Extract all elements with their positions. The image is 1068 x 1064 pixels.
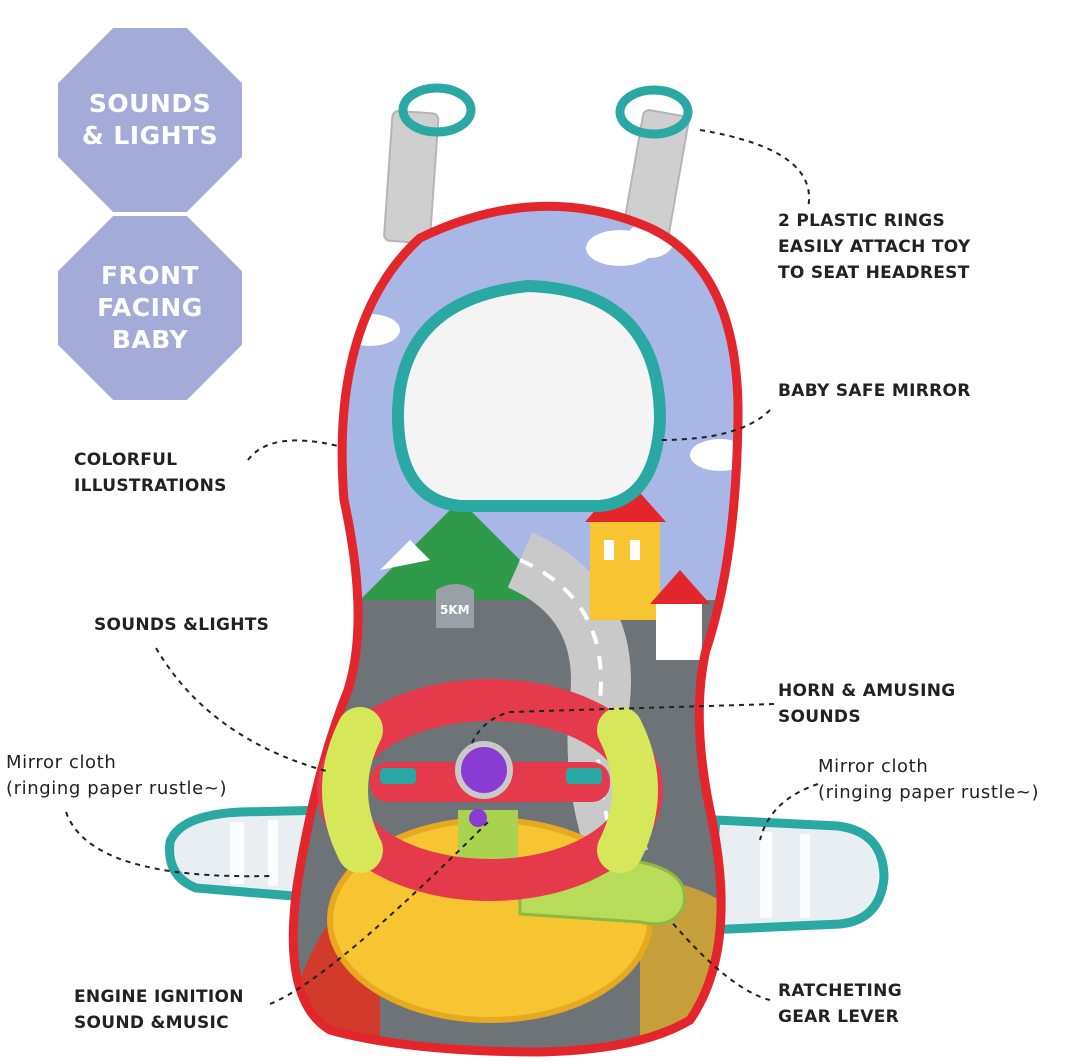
mirror-cloth-left-callout: Mirror cloth (ringing paper rustle~) <box>6 752 228 799</box>
front-facing-badge-text: FRONT FACING BABY <box>97 261 203 354</box>
gear-lever-callout: RATCHETING GEAR LEVER <box>778 981 902 1027</box>
horn-button <box>455 741 513 799</box>
red-frame <box>288 201 743 1057</box>
headrest-straps <box>383 109 690 246</box>
engine-callout: ENGINE IGNITION SOUND &MUSIC <box>74 987 244 1033</box>
milestone-text: 5KM <box>440 603 470 617</box>
sounds-lights-badge: SOUNDS & LIGHTS <box>58 28 242 212</box>
sounds-lights-badge-text: SOUNDS & LIGHTS <box>81 89 219 150</box>
mirror-callout: BABY SAFE MIRROR <box>778 381 971 401</box>
mirror-cloth-right-callout: Mirror cloth (ringing paper rustle~) <box>818 756 1040 803</box>
mirror-cloth-left <box>165 805 336 903</box>
steering-wheel <box>317 679 663 901</box>
plastic-rings <box>398 83 693 139</box>
illustrations-callout: COLORFUL ILLUSTRATIONS <box>74 450 227 496</box>
mirror-cloth-right <box>701 815 889 935</box>
sounds-lights-callout: SOUNDS &LIGHTS <box>94 615 270 635</box>
plastic-rings-callout: 2 PLASTIC RINGS EASILY ATTACH TOY TO SEA… <box>778 211 971 283</box>
callout-leader-lines <box>65 129 819 1005</box>
baby-safe-mirror <box>391 279 667 512</box>
horn-callout: HORN & AMUSING SOUNDS <box>778 681 956 727</box>
engine-button <box>469 809 487 827</box>
front-facing-badge: FRONT FACING BABY <box>58 216 242 400</box>
